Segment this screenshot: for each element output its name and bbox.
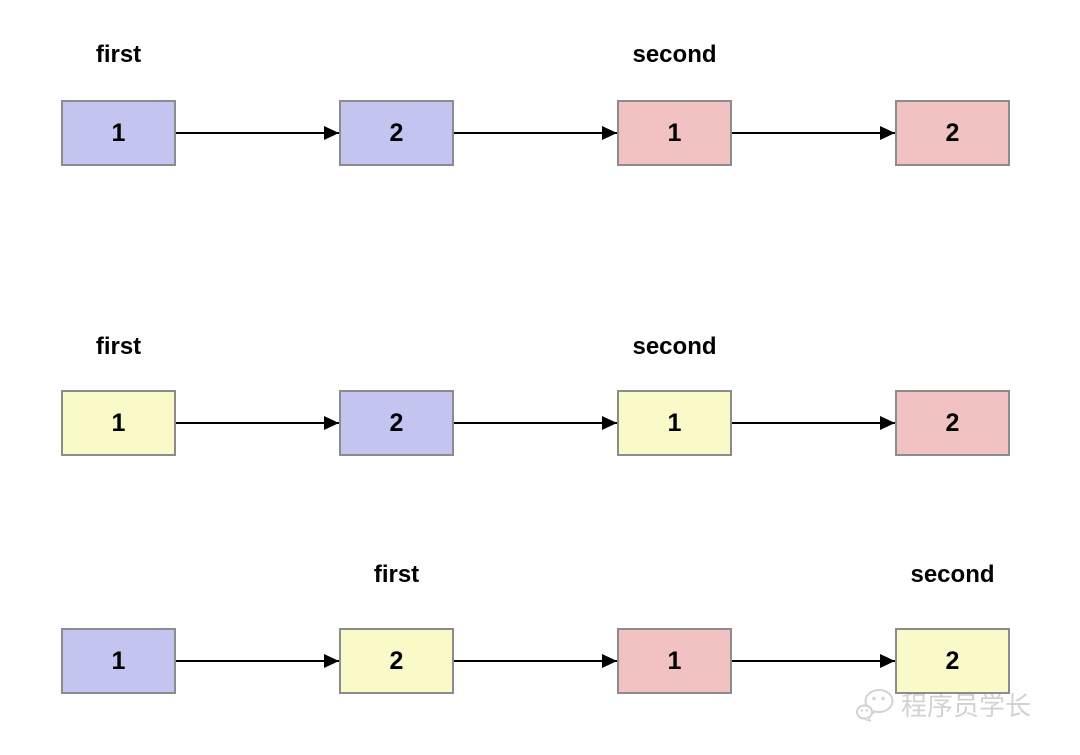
node-value: 2 [389,118,404,147]
pointer-label-second: second [910,561,995,588]
list-node: 2 [895,628,1010,694]
list-node: 1 [617,100,732,166]
node-value: 2 [945,408,960,437]
list-node: 1 [61,390,176,456]
next-pointer-arrow [454,654,617,668]
node-value: 1 [111,118,126,147]
pointer-label-first: first [95,333,142,360]
next-pointer-arrow [732,654,895,668]
list-node: 2 [895,100,1010,166]
next-pointer-arrow [732,126,895,140]
list-node: 1 [617,628,732,694]
next-pointer-arrow [176,416,339,430]
pointer-label-second: second [632,333,717,360]
list-node: 2 [895,390,1010,456]
node-value: 1 [667,408,682,437]
node-value: 1 [667,646,682,675]
node-value: 1 [111,408,126,437]
next-pointer-arrow [454,126,617,140]
node-value: 1 [111,646,126,675]
list-node: 2 [339,100,454,166]
watermark: 程序员学长 [856,686,1031,723]
watermark-text: 程序员学长 [901,691,1032,721]
list-node: 1 [61,100,176,166]
pointer-label-second: second [632,41,717,68]
next-pointer-arrow [732,416,895,430]
wechat-icon [856,688,896,722]
next-pointer-arrow [176,126,339,140]
next-pointer-arrow [176,654,339,668]
node-value: 2 [389,646,404,675]
node-value: 1 [667,118,682,147]
next-pointer-arrow [454,416,617,430]
list-node: 1 [61,628,176,694]
node-value: 2 [945,646,960,675]
pointer-label-first: first [95,41,142,68]
list-node: 2 [339,628,454,694]
list-node: 1 [617,390,732,456]
node-value: 2 [945,118,960,147]
node-value: 2 [389,408,404,437]
list-node: 2 [339,390,454,456]
pointer-label-first: first [373,561,420,588]
